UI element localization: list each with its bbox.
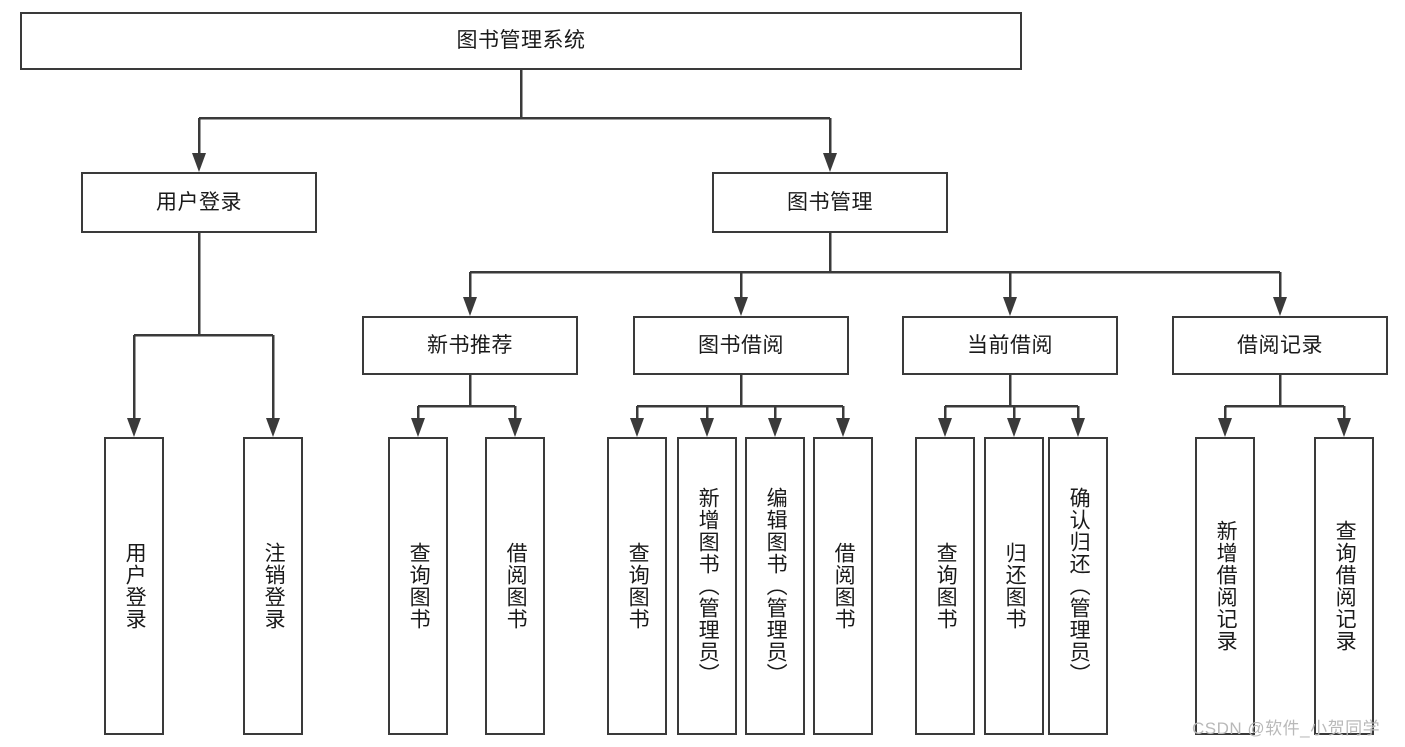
node-label-user-login: 用户登录 <box>156 190 242 214</box>
node-leaf-edit-book[interactable]: 编辑图书（管理员） <box>745 437 805 735</box>
node-book-manage[interactable]: 图书管理 <box>712 172 948 233</box>
node-label-leaf-user-login: 用户登录 <box>123 542 147 630</box>
node-label-book-manage: 图书管理 <box>787 190 873 214</box>
node-label-leaf-query-book-2: 查询图书 <box>626 542 650 630</box>
node-root[interactable]: 图书管理系统 <box>20 12 1022 70</box>
node-label-current-borrow: 当前借阅 <box>967 333 1053 357</box>
arrow-icon-root-to-level1-0 <box>192 153 206 172</box>
arrow-icon-current-borrow-to-leaves-1 <box>1007 418 1021 437</box>
node-leaf-borrow-book-2[interactable]: 借阅图书 <box>813 437 873 735</box>
node-current-borrow[interactable]: 当前借阅 <box>902 316 1118 375</box>
node-label-borrow-record: 借阅记录 <box>1237 333 1323 357</box>
node-label-leaf-query-record: 查询借阅记录 <box>1333 520 1357 652</box>
node-leaf-return-book[interactable]: 归还图书 <box>984 437 1044 735</box>
node-leaf-confirm-return[interactable]: 确认归还（管理员） <box>1048 437 1108 735</box>
node-leaf-query-book-3[interactable]: 查询图书 <box>915 437 975 735</box>
node-label-leaf-add-record: 新增借阅记录 <box>1214 520 1238 652</box>
arrow-icon-new-book-recommend-to-leaves-0 <box>411 418 425 437</box>
arrow-icon-current-borrow-to-leaves-2 <box>1071 418 1085 437</box>
node-label-book-borrow: 图书借阅 <box>698 333 784 357</box>
arrow-icon-borrow-record-to-leaves-1 <box>1337 418 1351 437</box>
node-leaf-query-record[interactable]: 查询借阅记录 <box>1314 437 1374 735</box>
node-leaf-user-login[interactable]: 用户登录 <box>104 437 164 735</box>
node-leaf-query-book-1[interactable]: 查询图书 <box>388 437 448 735</box>
node-label-leaf-add-book: 新增图书（管理员） <box>696 487 720 685</box>
node-label-leaf-query-book-1: 查询图书 <box>407 542 431 630</box>
watermark-label: CSDN @软件_小贺同学 <box>1192 719 1381 738</box>
arrow-icon-book-manage-to-level2-3 <box>1273 297 1287 316</box>
node-label-leaf-user-logout: 注销登录 <box>262 542 286 630</box>
arrow-icon-book-manage-to-level2-0 <box>463 297 477 316</box>
node-label-leaf-edit-book: 编辑图书（管理员） <box>764 487 788 685</box>
node-label-root: 图书管理系统 <box>456 29 586 53</box>
node-label-leaf-confirm-return: 确认归还（管理员） <box>1067 487 1091 685</box>
arrow-icon-book-manage-to-level2-1 <box>734 297 748 316</box>
node-new-book-recommend[interactable]: 新书推荐 <box>362 316 578 375</box>
arrow-icon-current-borrow-to-leaves-0 <box>938 418 952 437</box>
arrow-icon-borrow-record-to-leaves-0 <box>1218 418 1232 437</box>
node-leaf-borrow-book-1[interactable]: 借阅图书 <box>485 437 545 735</box>
node-book-borrow[interactable]: 图书借阅 <box>633 316 849 375</box>
arrow-icon-book-manage-to-level2-2 <box>1003 297 1017 316</box>
node-leaf-user-logout[interactable]: 注销登录 <box>243 437 303 735</box>
node-label-leaf-return-book: 归还图书 <box>1003 542 1027 630</box>
node-leaf-add-book[interactable]: 新增图书（管理员） <box>677 437 737 735</box>
node-leaf-query-book-2[interactable]: 查询图书 <box>607 437 667 735</box>
node-borrow-record[interactable]: 借阅记录 <box>1172 316 1388 375</box>
arrow-icon-user-login-to-leaves-0 <box>127 418 141 437</box>
arrow-icon-user-login-to-leaves-1 <box>266 418 280 437</box>
arrow-icon-book-borrow-to-leaves-2 <box>768 418 782 437</box>
node-label-new-book-recommend: 新书推荐 <box>427 333 513 357</box>
arrow-icon-book-borrow-to-leaves-1 <box>700 418 714 437</box>
arrow-icon-root-to-level1-1 <box>823 153 837 172</box>
node-label-leaf-borrow-book-2: 借阅图书 <box>832 542 856 630</box>
arrow-icon-book-borrow-to-leaves-0 <box>630 418 644 437</box>
arrow-icon-new-book-recommend-to-leaves-1 <box>508 418 522 437</box>
arrow-icon-book-borrow-to-leaves-3 <box>836 418 850 437</box>
node-user-login[interactable]: 用户登录 <box>81 172 317 233</box>
node-label-leaf-borrow-book-1: 借阅图书 <box>504 542 528 630</box>
node-label-leaf-query-book-3: 查询图书 <box>934 542 958 630</box>
node-leaf-add-record[interactable]: 新增借阅记录 <box>1195 437 1255 735</box>
